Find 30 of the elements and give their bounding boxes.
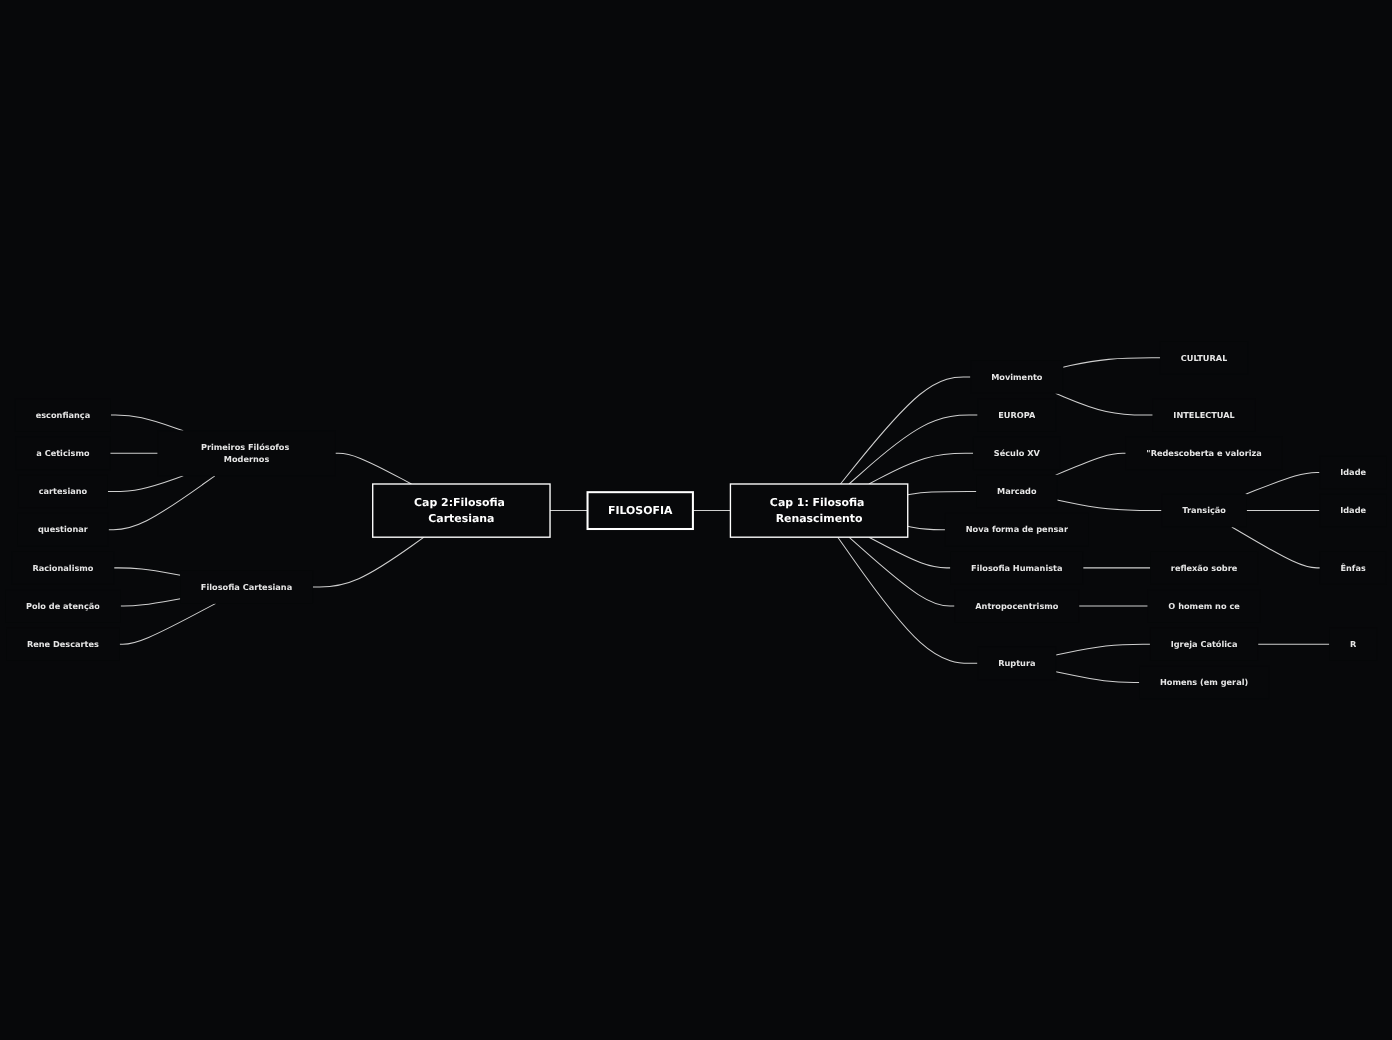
connector <box>868 452 974 485</box>
connector <box>109 452 159 454</box>
connector <box>1055 392 1154 416</box>
connector <box>107 475 184 492</box>
connector <box>1257 643 1331 645</box>
connector <box>848 414 979 485</box>
connector <box>868 536 952 569</box>
connector <box>1062 357 1161 368</box>
connector <box>1056 499 1163 511</box>
connector <box>1245 509 1321 511</box>
connector <box>692 509 731 511</box>
connector <box>848 536 956 607</box>
connector <box>312 536 425 588</box>
connector <box>113 567 181 576</box>
connector <box>1231 526 1321 569</box>
connector <box>107 475 216 531</box>
connector <box>1245 471 1321 495</box>
connector <box>118 602 217 645</box>
connector <box>549 509 589 511</box>
connector <box>837 536 979 664</box>
connector <box>119 598 181 607</box>
connector <box>907 525 946 531</box>
connector <box>1082 567 1151 569</box>
connector <box>334 452 412 485</box>
connector <box>1055 452 1127 476</box>
connector <box>1055 643 1151 656</box>
connector <box>1055 670 1140 683</box>
connector <box>110 414 184 432</box>
connector <box>907 490 978 496</box>
connector <box>839 376 972 485</box>
